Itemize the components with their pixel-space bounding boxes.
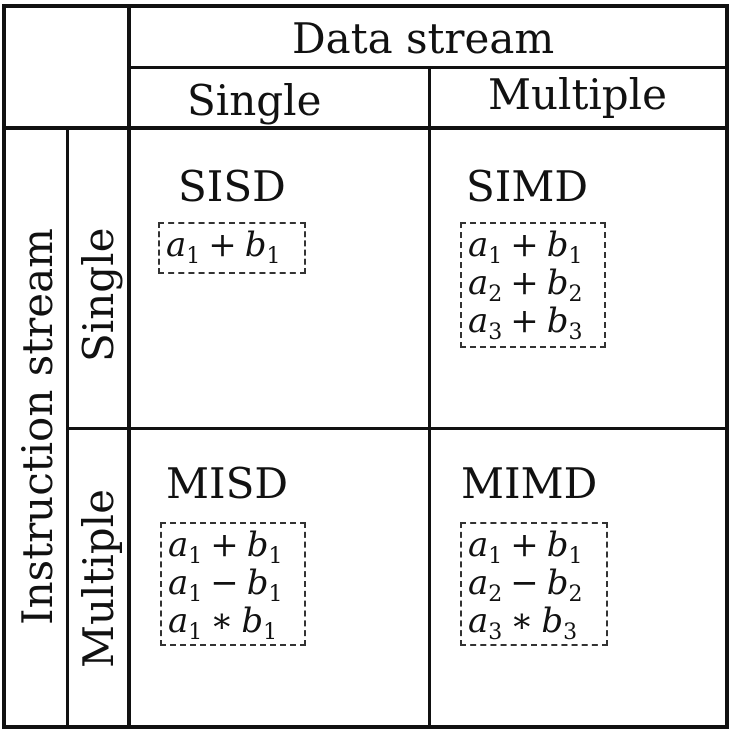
operand-a-index: 1 — [186, 244, 201, 269]
outer-border-top — [2, 4, 729, 8]
operator: − — [210, 563, 239, 603]
operand-b-index: 1 — [568, 244, 583, 269]
misd-operation: a1+b1 — [168, 525, 298, 568]
operand-a: a — [168, 563, 189, 603]
operand-b: b — [546, 263, 569, 303]
operand-a: a — [468, 525, 489, 565]
instruction-stream-label: Instruction stream — [13, 228, 62, 625]
row-single-label: Single — [74, 227, 123, 362]
operand-a-index: 3 — [488, 320, 503, 345]
operand-a: a — [468, 601, 489, 641]
row-divider — [68, 427, 728, 430]
operand-b: b — [246, 563, 269, 603]
operand-b: b — [244, 225, 267, 265]
operand-b: b — [541, 601, 564, 641]
simd-title: SIMD — [466, 162, 589, 211]
operand-a-index: 1 — [188, 620, 203, 645]
operator: + — [510, 301, 539, 341]
operand-a-index: 2 — [488, 582, 503, 607]
operator: + — [210, 525, 239, 565]
operand-b-index: 2 — [568, 582, 583, 607]
operand-a: a — [468, 263, 489, 303]
operand-a-index: 1 — [188, 544, 203, 569]
column-multiple-label: Multiple — [488, 70, 667, 119]
outer-border-bottom — [2, 725, 729, 729]
operand-b-index: 3 — [568, 320, 583, 345]
operand-b-index: 2 — [568, 282, 583, 307]
mimd-operation: a1+b1 — [468, 525, 600, 568]
operand-a: a — [468, 225, 489, 265]
operator: + — [510, 525, 539, 565]
outer-border-right — [725, 4, 729, 729]
sisd-title: SISD — [178, 162, 286, 211]
operator: ∗ — [210, 601, 234, 641]
operand-b: b — [246, 525, 269, 565]
operand-a-index: 1 — [188, 582, 203, 607]
operand-b: b — [546, 301, 569, 341]
sisd-operations-box: a1+b1 — [158, 222, 306, 274]
operand-b: b — [241, 601, 264, 641]
operator: + — [208, 225, 237, 265]
misd-operation: a1∗b1 — [168, 601, 298, 644]
operator: ∗ — [510, 601, 534, 641]
outer-border-left — [2, 4, 6, 729]
mimd-operation: a3∗b3 — [468, 601, 600, 644]
mimd-title: MIMD — [461, 459, 598, 508]
operand-a-index: 1 — [488, 544, 503, 569]
mimd-operation: a2−b2 — [468, 563, 600, 606]
operand-a-index: 1 — [488, 244, 503, 269]
sisd-operation: a1+b1 — [166, 225, 298, 268]
operand-b: b — [546, 525, 569, 565]
operand-b-index: 1 — [263, 620, 278, 645]
operand-b: b — [546, 225, 569, 265]
simd-operation: a3+b3 — [468, 301, 598, 344]
operand-b-index: 1 — [268, 582, 283, 607]
operator: + — [510, 263, 539, 303]
side-label-divider — [66, 128, 69, 728]
operand-a: a — [468, 301, 489, 341]
column-divider — [428, 67, 431, 727]
operand-b-index: 1 — [568, 544, 583, 569]
operand-a-index: 3 — [488, 620, 503, 645]
operand-b: b — [546, 563, 569, 603]
operand-a: a — [168, 525, 189, 565]
operator: + — [510, 225, 539, 265]
operand-b-index: 1 — [266, 244, 281, 269]
misd-operation: a1−b1 — [168, 563, 298, 606]
operand-a: a — [168, 601, 189, 641]
operator: − — [510, 563, 539, 603]
header-bottom-rule — [2, 126, 729, 130]
column-single-label: Single — [187, 76, 322, 125]
row-multiple-label: Multiple — [74, 489, 123, 668]
misd-title: MISD — [166, 459, 289, 508]
simd-operation: a2+b2 — [468, 263, 598, 306]
data-stream-label: Data stream — [292, 14, 555, 63]
operand-a: a — [468, 563, 489, 603]
simd-operation: a1+b1 — [468, 225, 598, 268]
operand-b-index: 3 — [563, 620, 578, 645]
operand-a: a — [166, 225, 187, 265]
header-column-rule — [127, 4, 131, 729]
operand-a-index: 2 — [488, 282, 503, 307]
operand-b-index: 1 — [268, 544, 283, 569]
